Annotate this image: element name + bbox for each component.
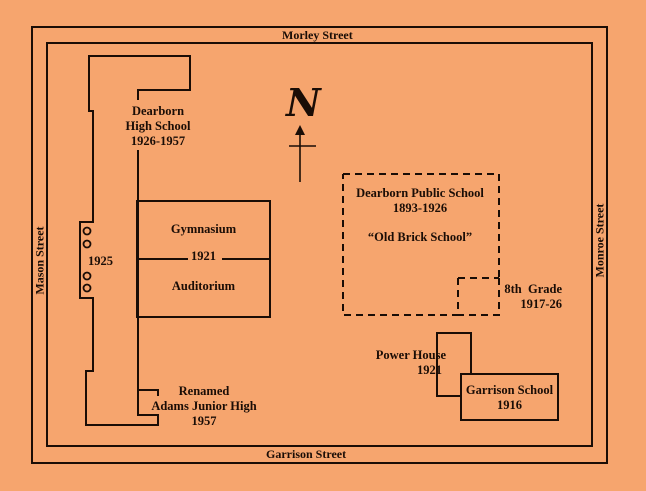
public-school-dashed-outline	[342, 173, 500, 316]
power-house-name: Power House	[375, 348, 446, 362]
garrison-school-year: 1916	[497, 398, 522, 412]
renamed-line2: Adams Junior High	[151, 399, 257, 413]
public-school-name: Dearborn Public School	[356, 186, 484, 200]
auditorium-label: Auditorium	[171, 279, 236, 293]
garrison-school-name: Garrison School	[465, 383, 554, 397]
eighth-grade-years: 1917-26	[520, 297, 562, 311]
renamed-year: 1957	[191, 414, 217, 428]
window-circle	[82, 271, 92, 281]
high-school-name-1: Dearborn	[131, 104, 185, 118]
gymnasium-label: Gymnasium	[170, 222, 237, 236]
public-school-nickname: “Old Brick School”	[367, 230, 473, 244]
street-inner-boundary	[46, 42, 593, 447]
eighth-grade-name: 8th Grade	[504, 282, 562, 296]
power-house-outline	[436, 332, 472, 397]
addition-1925-label: 1925	[88, 254, 113, 268]
north-arrow-icon	[289, 130, 316, 182]
street-label-monroe: Monroe Street	[592, 203, 607, 278]
addition-1925-windows	[82, 226, 92, 293]
garrison-school-building	[460, 373, 559, 421]
street-label-morley: Morley Street	[282, 28, 353, 42]
power-house-label: Power House 1921	[368, 348, 446, 378]
garrison-school-label: Garrison School 1916	[461, 383, 558, 413]
compass-north-label: N	[286, 80, 321, 125]
gym-auditorium-year: 1921	[191, 249, 216, 263]
north-arrowhead-icon	[295, 125, 305, 135]
renamed-line1: Renamed	[178, 384, 230, 398]
high-school-name-2: High School	[125, 119, 191, 133]
renamed-label: Renamed Adams Junior High 1957	[148, 384, 260, 429]
window-circle	[82, 283, 92, 293]
window-circle	[82, 239, 92, 249]
street-label-garrison: Garrison Street	[266, 447, 347, 461]
public-school-label: Dearborn Public School 1893-1926 “Old Br…	[345, 186, 495, 245]
street-label-mason: Mason Street	[32, 226, 47, 295]
public-school-years: 1893-1926	[392, 201, 448, 215]
eighth-grade-label: 8th Grade 1917-26	[488, 282, 562, 312]
street-outer-boundary	[31, 26, 608, 464]
power-house-year: 1921	[417, 363, 442, 377]
window-circle	[82, 226, 92, 236]
high-school-label: Dearborn High School 1926-1957	[118, 104, 198, 149]
high-school-years: 1926-1957	[130, 134, 186, 148]
high-school-outline-main	[79, 55, 191, 426]
